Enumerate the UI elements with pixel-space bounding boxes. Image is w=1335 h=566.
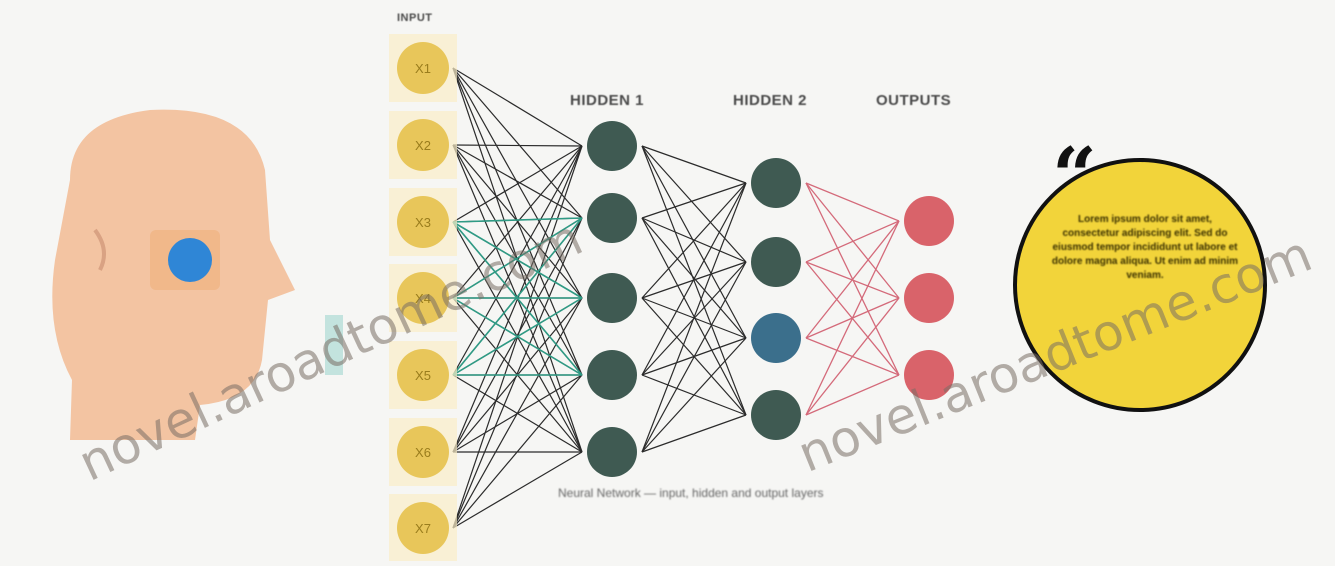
connection-line xyxy=(805,220,900,263)
connection-line xyxy=(452,217,583,453)
connection-line xyxy=(641,182,747,453)
output-node xyxy=(904,196,954,246)
quotation-mark-icon: “ xyxy=(1052,131,1097,222)
connection-line xyxy=(452,144,583,219)
connection-line xyxy=(805,220,900,416)
connection-line xyxy=(452,217,583,376)
hidden2-node xyxy=(751,158,801,208)
connection-line xyxy=(452,217,583,223)
diagram-caption: Neural Network — input, hidden and outpu… xyxy=(558,486,824,500)
input-node-label: X1 xyxy=(415,61,431,76)
connection-line xyxy=(641,261,747,453)
connection-line xyxy=(805,374,900,416)
connection-line xyxy=(641,145,747,184)
hidden1-node xyxy=(587,427,637,477)
connection-line xyxy=(452,67,583,219)
input-node: X7 xyxy=(397,502,449,554)
connection-line xyxy=(452,145,583,299)
output-node xyxy=(904,273,954,323)
input-node: X3 xyxy=(397,196,449,248)
input-node: X1 xyxy=(397,42,449,94)
connection-line xyxy=(641,182,747,299)
network-connections xyxy=(452,67,900,529)
connection-line xyxy=(805,220,900,339)
connection-line xyxy=(452,451,583,529)
hidden1-layer-label: HIDDEN 1 xyxy=(570,92,645,109)
connection-line xyxy=(452,374,583,529)
connection-line xyxy=(452,297,583,376)
connection-line xyxy=(641,414,747,453)
connection-line xyxy=(641,182,747,219)
input-node: X4 xyxy=(397,272,449,324)
connection-line xyxy=(452,217,583,299)
hidden2-node xyxy=(751,390,801,440)
connection-line xyxy=(641,145,747,339)
hidden2-layer-label: HIDDEN 2 xyxy=(733,92,808,109)
input-node: X5 xyxy=(397,349,449,401)
connection-line xyxy=(641,337,747,453)
connection-line xyxy=(805,297,900,416)
connection-line xyxy=(452,145,583,223)
input-node-label: X4 xyxy=(415,291,431,306)
output-node xyxy=(904,350,954,400)
eye-icon xyxy=(168,238,212,282)
input-layer-label: INPUT xyxy=(397,12,433,24)
connection-line xyxy=(805,182,900,299)
quote-bubble xyxy=(1013,158,1267,412)
hidden1-node xyxy=(587,350,637,400)
connection-line xyxy=(805,182,900,222)
input-node: X6 xyxy=(397,426,449,478)
connection-line xyxy=(452,221,583,299)
connection-line xyxy=(452,144,583,147)
connection-line xyxy=(452,67,583,299)
outputs-layer-label: OUTPUTS xyxy=(876,92,952,109)
hidden1-node xyxy=(587,193,637,243)
connection-line xyxy=(452,217,583,529)
hidden2-node xyxy=(751,237,801,287)
connection-line xyxy=(452,297,583,529)
connection-line xyxy=(641,145,747,263)
input-node-label: X6 xyxy=(415,445,431,460)
input-node-label: X3 xyxy=(415,215,431,230)
input-node-label: X7 xyxy=(415,521,431,536)
hidden1-node xyxy=(587,121,637,171)
connection-line xyxy=(452,67,583,147)
hidden1-node xyxy=(587,273,637,323)
hidden2-node xyxy=(751,313,801,363)
input-node-label: X2 xyxy=(415,138,431,153)
quote-text: Lorem ipsum dolor sit amet, consectetur … xyxy=(1051,214,1239,281)
input-node-label: X5 xyxy=(415,368,431,383)
connection-line xyxy=(641,182,747,376)
human-head-profile-icon xyxy=(52,109,343,441)
input-node: X2 xyxy=(397,119,449,171)
